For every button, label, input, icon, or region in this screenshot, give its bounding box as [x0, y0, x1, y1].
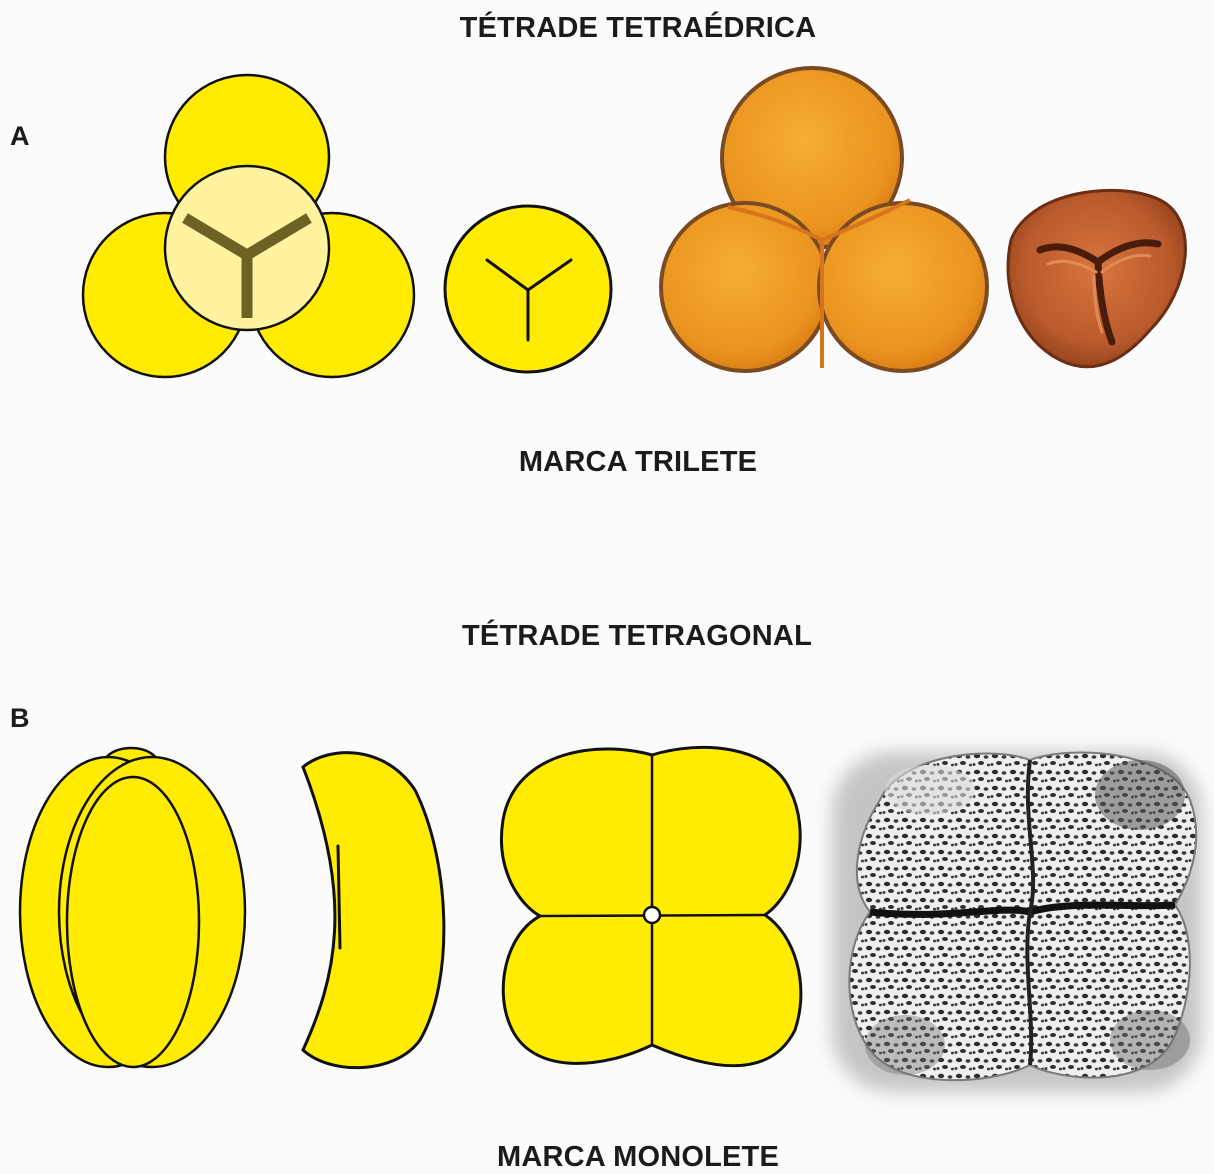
trilete-spore-diagram	[445, 206, 611, 372]
tetragonal-tetrad-side-view	[20, 748, 245, 1067]
tetrahedral-tetrad-micrograph	[661, 68, 987, 371]
tetragonal-tetrad-sem-micrograph	[832, 752, 1202, 1092]
monolete-spore-diagram	[303, 753, 444, 1068]
trilete-spore-micrograph	[1008, 190, 1185, 366]
tetragonal-tetrad-top-view	[501, 747, 800, 1065]
tetrahedral-tetrad-diagram	[83, 75, 414, 377]
